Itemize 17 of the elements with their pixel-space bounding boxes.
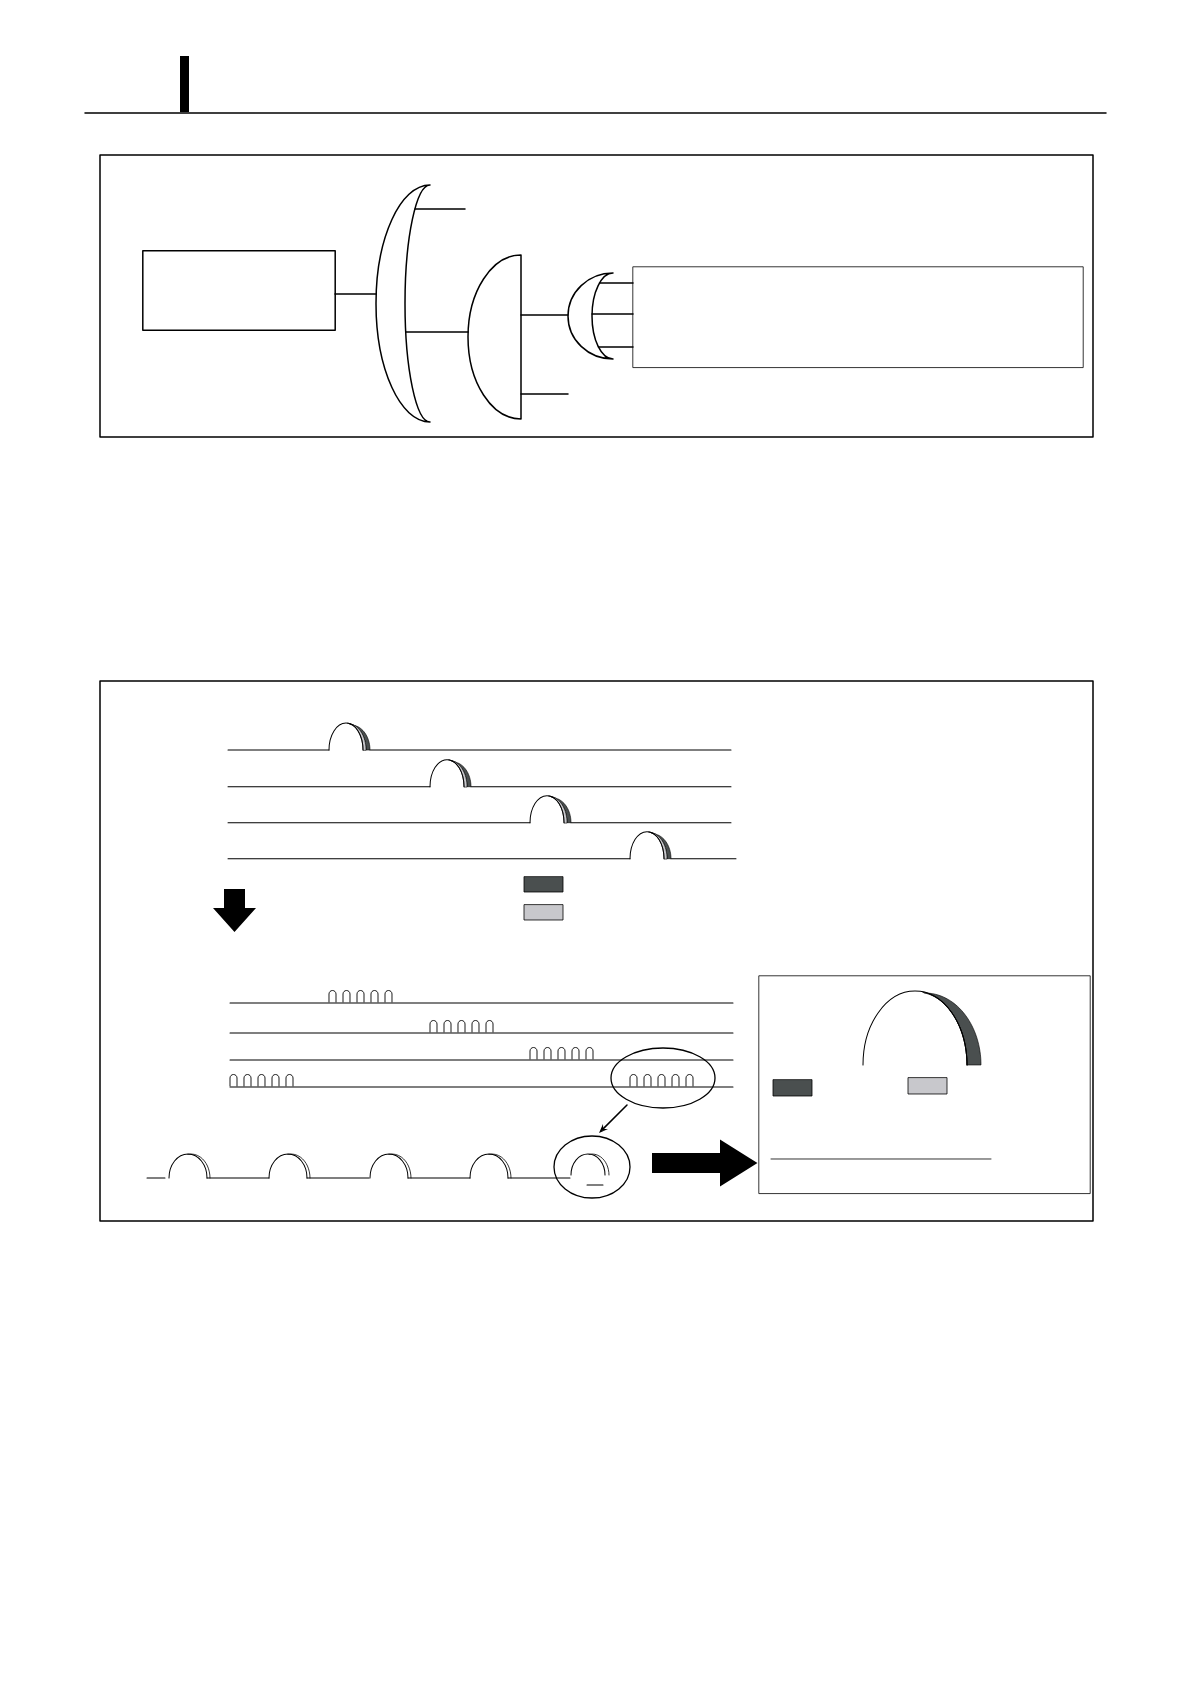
half-dome-shape bbox=[467, 254, 522, 420]
ellipse-outline bbox=[553, 1135, 631, 1199]
connector-line bbox=[591, 313, 634, 315]
ellipse-outline bbox=[610, 1047, 716, 1109]
crescent-shape bbox=[375, 184, 431, 423]
crescent-shape bbox=[567, 272, 614, 360]
connector-line bbox=[404, 331, 469, 333]
connector-line bbox=[334, 293, 377, 295]
outline-box bbox=[632, 266, 1084, 368]
outline-box bbox=[758, 975, 1091, 1194]
connector-line bbox=[520, 314, 569, 316]
outline-box bbox=[142, 250, 336, 331]
connector-line bbox=[597, 346, 634, 348]
connector-line bbox=[414, 208, 466, 210]
arrow bbox=[599, 1104, 628, 1133]
connector-line bbox=[520, 393, 569, 395]
connector-line bbox=[598, 282, 634, 284]
